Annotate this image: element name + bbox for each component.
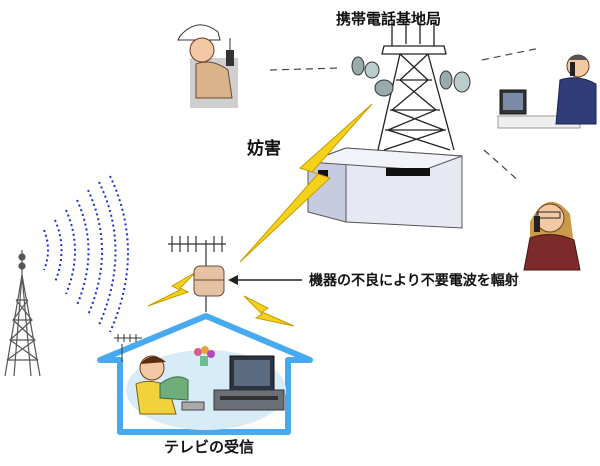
radio-links (269, 47, 541, 183)
broadcast-tower-icon (4, 250, 41, 377)
tv-reception-label: テレビの受信 (164, 438, 255, 456)
base-station-building (307, 147, 463, 229)
defect-emission-label: 機器の不良により不要電波を輻射 (309, 273, 519, 289)
tv-viewer-icon (135, 355, 205, 415)
emission-arrow (228, 275, 302, 285)
woman-on-phone-icon (523, 201, 581, 271)
interference-label: 妨害 (247, 139, 281, 159)
booster-icon (168, 236, 226, 312)
flower-vase-icon (194, 346, 215, 366)
field-worker-icon (177, 24, 238, 108)
base-station-label: 携帯電話基地局 (336, 10, 442, 28)
lightning-icon (147, 103, 373, 327)
tv-set-icon (213, 355, 285, 411)
base-station-tower-icon (377, 22, 455, 151)
broadcast-waves (43, 175, 129, 333)
office-worker-icon (497, 54, 597, 129)
antenna-dishes (351, 56, 471, 97)
house (97, 313, 313, 435)
